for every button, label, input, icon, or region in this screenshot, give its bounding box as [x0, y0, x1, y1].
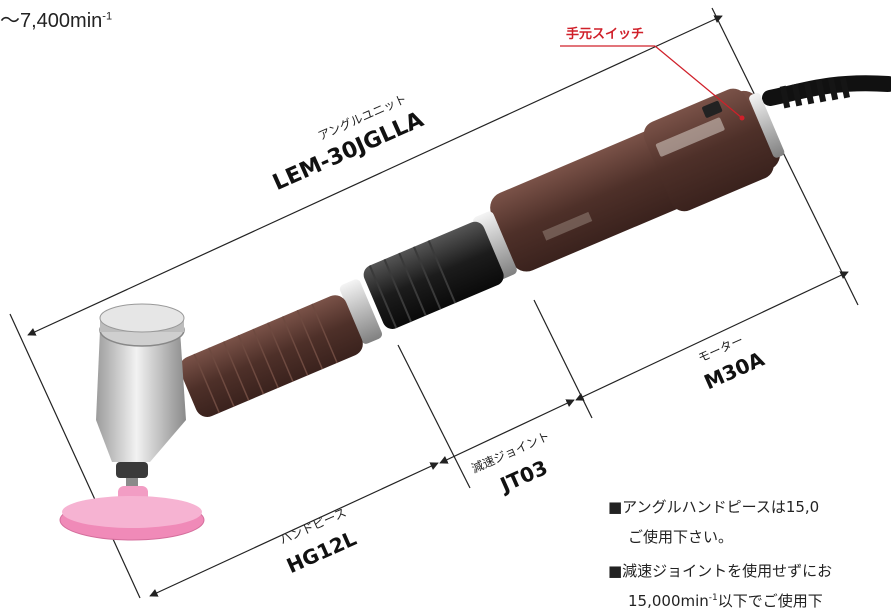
polishing-pad	[59, 486, 205, 541]
motor-model-print	[542, 211, 593, 241]
note-line-4-speed: 15,000min	[628, 592, 709, 610]
note-line-4-text: 以下でご使用下	[717, 592, 823, 610]
hand-switch-icon	[702, 100, 723, 118]
cable-strain-relief	[779, 77, 851, 109]
angle-head	[96, 303, 186, 494]
left-extension-line	[9, 313, 141, 599]
right-extension-line	[711, 7, 859, 306]
joint-left-extension-line	[397, 344, 471, 489]
joint-label: 減速ジョイント JT03	[469, 428, 552, 498]
motor-label: モーター M30A	[696, 333, 768, 394]
joint-dimension-line	[439, 399, 575, 464]
handpiece-label: ハンドピース HG12L	[278, 505, 361, 578]
handpiece-body	[179, 295, 363, 417]
chuck	[116, 462, 148, 478]
handpiece-dimension-line	[149, 462, 439, 597]
reduction-joint-body	[363, 221, 504, 329]
angle-unit-dimension-line	[27, 15, 723, 336]
note-line-3: ■減速ジョイントを使用せずにお	[608, 562, 833, 580]
joint-right-extension-line	[533, 299, 593, 419]
handpiece-joint-ring	[339, 279, 382, 344]
grinder-tool	[59, 75, 891, 541]
motor-body	[490, 88, 785, 272]
dimension-lines	[9, 7, 859, 599]
note-line-2: ご使用下さい。	[628, 528, 734, 546]
note-line-4-superscript: -1	[708, 593, 718, 603]
motor-logo-plate	[655, 117, 725, 157]
switch-callout: 手元スイッチ	[560, 26, 745, 121]
motor-dimension-line	[575, 271, 849, 401]
note-line-4: 15,000min-1以下でご使用下	[628, 590, 823, 611]
note-line-1: ■アングルハンドピースは15,0	[608, 498, 820, 516]
angle-unit-label: アングルユニット LEM-30JGLLA	[269, 92, 427, 196]
motor-end-ring	[749, 92, 785, 158]
switch-label: 手元スイッチ	[566, 26, 644, 42]
